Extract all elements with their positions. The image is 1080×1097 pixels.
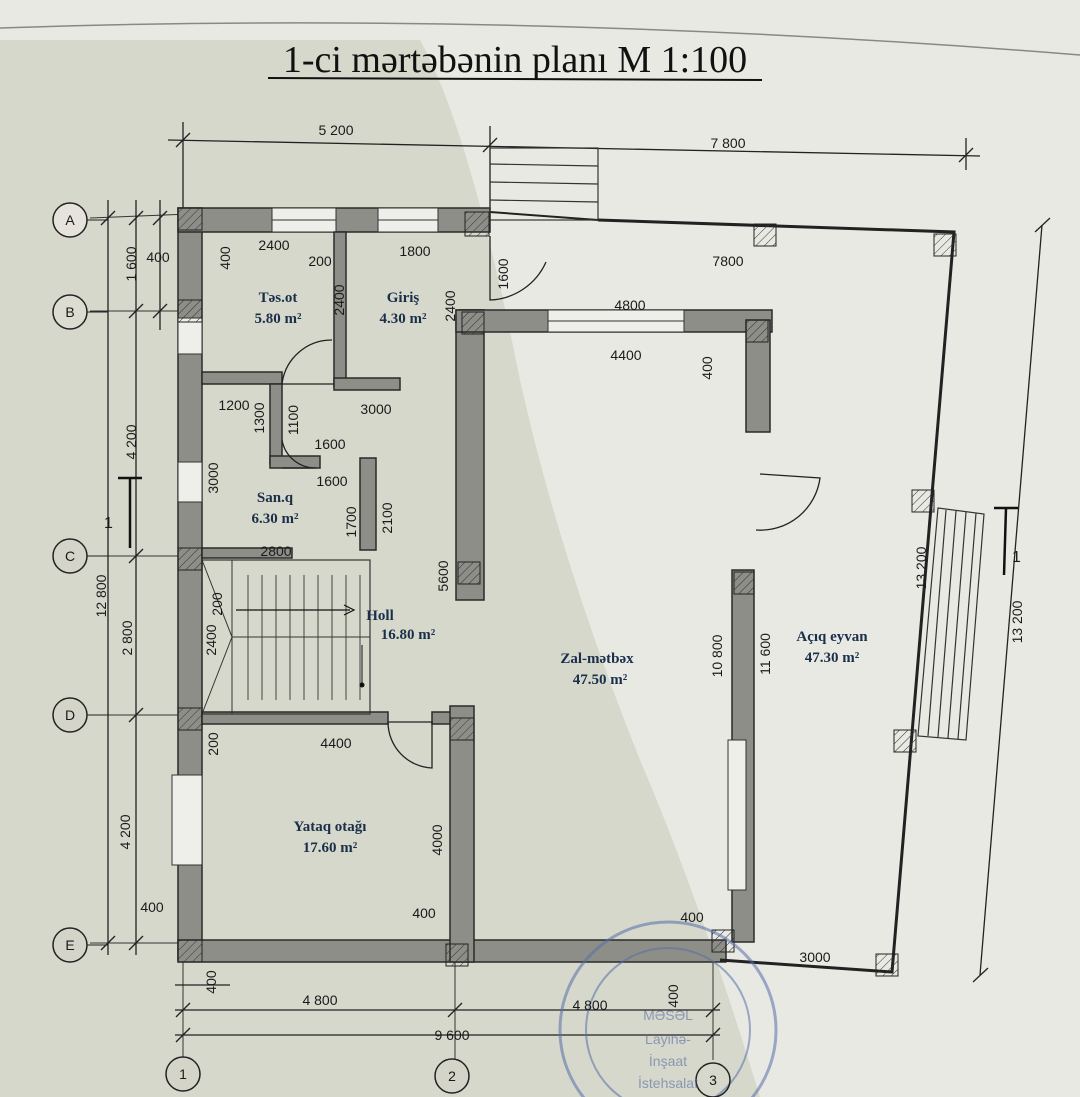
- dim-label: 11 600: [757, 633, 773, 675]
- room-name: Giriş: [387, 290, 420, 306]
- dim-label: 200: [308, 253, 332, 269]
- dim-label: 3000: [799, 949, 830, 965]
- dim-label: 1200: [218, 397, 249, 413]
- dim-label: 4400: [610, 347, 641, 363]
- dim-label: 400: [146, 249, 170, 265]
- dim-label: 1300: [251, 402, 267, 433]
- axis-label-e: E: [65, 937, 74, 953]
- dim-label: 400: [665, 984, 681, 1008]
- dim-label: 1600: [316, 473, 347, 489]
- dim-label: 10 800: [709, 634, 725, 677]
- dim-label: 4 800: [302, 992, 337, 1008]
- room-area: 4.30 m²: [380, 311, 427, 327]
- axis-label-1: 1: [179, 1066, 187, 1082]
- room-name: Zal-mətbəx: [560, 651, 634, 667]
- dim-label: 4 200: [123, 424, 139, 459]
- room-area: 6.30 m²: [252, 511, 299, 527]
- dim-label: 2400: [331, 284, 347, 315]
- dim-label: 1800: [399, 243, 430, 259]
- section-mark-right: [994, 506, 1018, 576]
- room-area: 47.50 m²: [573, 672, 628, 688]
- stamp-line: Layihə-: [645, 1031, 691, 1047]
- dim-label: 3000: [205, 462, 221, 493]
- dim-label: 1 600: [123, 246, 139, 281]
- section-label-right: 1: [1012, 549, 1021, 566]
- title-underline: [267, 77, 763, 81]
- dim-label: 200: [209, 592, 225, 616]
- room-area: 5.80 m²: [255, 311, 302, 327]
- doors: [281, 236, 821, 769]
- dim-label: 4800: [614, 297, 645, 313]
- dim-label: 2 800: [119, 620, 135, 655]
- room-area: 17.60 m²: [303, 840, 358, 856]
- dim-label: 3000: [360, 401, 391, 417]
- dim-label: 2100: [379, 502, 395, 533]
- axis-label-b: B: [65, 304, 74, 320]
- dim-label: 7 800: [710, 135, 745, 151]
- drawing-title: 1-ci mərtəbənin planı M 1:100: [283, 39, 747, 81]
- dim-label: 1600: [495, 258, 511, 289]
- axis-bubbles: [52, 202, 731, 1097]
- dim-label: 5600: [435, 560, 451, 591]
- dim-label: 2400: [203, 624, 219, 655]
- dim-label: 2400: [442, 290, 458, 321]
- columns: [177, 207, 957, 977]
- dim-label: 13 200: [1009, 600, 1025, 643]
- dim-label: 1100: [285, 405, 301, 435]
- room-name: Təs.ot: [259, 290, 298, 306]
- dim-label: 4400: [320, 735, 351, 751]
- dim-label: 4000: [429, 824, 445, 855]
- room-name: San.q: [257, 490, 294, 506]
- company-stamp: [558, 920, 778, 1097]
- dim-label: 400: [140, 899, 164, 915]
- dim-label: 400: [203, 970, 219, 994]
- entry-steps: [489, 147, 599, 221]
- dim-label: 4 200: [117, 814, 133, 849]
- axis-label-a: A: [65, 212, 75, 228]
- dim-label: 400: [680, 909, 704, 925]
- dim-label: 4 800: [572, 997, 607, 1013]
- axis-label-2: 2: [448, 1068, 456, 1084]
- room-area: 16.80 m²: [381, 627, 436, 643]
- dim-label: 5 200: [318, 122, 353, 138]
- axis-label-c: C: [65, 548, 75, 564]
- section-mark-left: [118, 476, 142, 548]
- dim-label: 1600: [314, 436, 345, 452]
- section-label-left: 1: [104, 515, 113, 532]
- dim-label: 400: [699, 356, 715, 380]
- stamp-line: MƏSƏL: [643, 1007, 693, 1023]
- room-labels: Təs.ot 5.80 m² Giriş 4.30 m² San.q 6.30 …: [252, 290, 869, 856]
- dim-label: 1700: [343, 506, 359, 537]
- dim-label: 13 200: [913, 546, 929, 589]
- dim-label: 9 600: [434, 1027, 469, 1043]
- dim-label: 2400: [258, 237, 289, 253]
- axis-label-3: 3: [709, 1072, 717, 1088]
- dim-label: 200: [205, 732, 221, 756]
- dim-label: 2800: [260, 543, 291, 559]
- stamp-line: İstehsalat: [638, 1074, 698, 1091]
- dim-label: 400: [217, 246, 233, 270]
- dim-label: 12 800: [93, 574, 109, 617]
- room-name: Holl: [366, 608, 394, 624]
- stamp-line: İnşaat: [649, 1052, 687, 1069]
- dimension-labels: 5 200 7 800 2400 1800 7800 400 400 200 1…: [93, 122, 1025, 1043]
- terrace-steps: [917, 507, 985, 741]
- room-area: 47.30 m²: [805, 650, 860, 666]
- dim-label: 7800: [712, 253, 743, 269]
- room-name: Açıq eyvan: [796, 629, 868, 645]
- axis-label-d: D: [65, 707, 75, 723]
- stamp-lettering: MƏSƏL Layihə- İnşaat İstehsalat: [638, 1007, 698, 1091]
- room-name: Yataq otağı: [294, 819, 367, 835]
- dim-label: 400: [412, 905, 436, 921]
- staircase: [201, 559, 371, 715]
